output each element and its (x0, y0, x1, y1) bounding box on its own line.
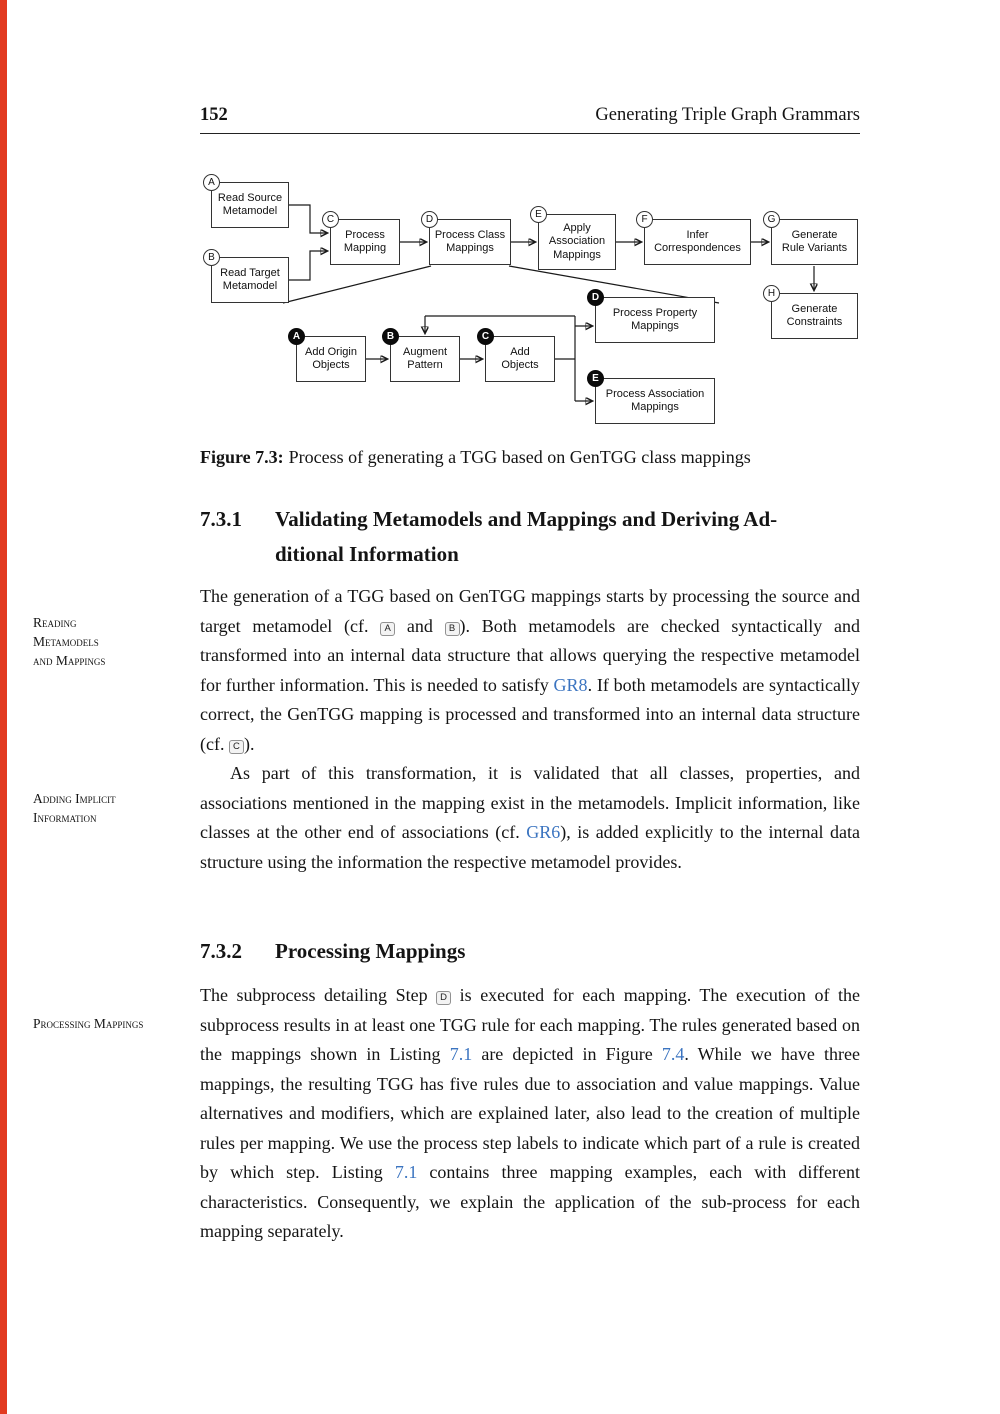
section-title-line2: ditional Information (275, 542, 459, 566)
node-read-source-metamodel: A Read Source Metamodel (203, 174, 289, 228)
margin-note-reading-metamodels: Reading Metamodels and Mappings (33, 615, 106, 668)
substep-badge-d: D (587, 289, 604, 306)
section-heading-7-3-1: 7.3.1 Validating Metamodels and Mappings… (200, 502, 860, 572)
node-label: Apply Association Mappings (548, 222, 606, 261)
step-badge-a: A (203, 174, 220, 191)
step-badge-g: G (763, 211, 780, 228)
ref-link[interactable]: GR8 (553, 674, 588, 695)
page-left-red-edge (0, 0, 7, 1414)
inline-step-marker: D (436, 991, 452, 1005)
node-label: Add Objects (501, 345, 539, 371)
node-infer-correspondences: F Infer Correspondences (636, 211, 751, 265)
section-title: Processing Mappings (275, 934, 465, 969)
subprocess-expansion-left (282, 265, 432, 304)
substep-badge-e: E (587, 370, 604, 387)
node-label: Infer Correspondences (654, 228, 741, 254)
node-label: Process Mapping (343, 228, 387, 254)
node-process-mapping: C Process Mapping (322, 211, 400, 265)
inline-step-marker: B (444, 621, 460, 636)
margin-note-processing-mappings: Processing Mappings (33, 1016, 144, 1031)
figure-caption-text: Process of generating a TGG based on Gen… (288, 447, 751, 467)
node-label: Generate Constraints (786, 302, 843, 328)
paragraph: As part of this transformation, it is va… (200, 763, 860, 872)
subnode-process-association-mappings: E Process Association Mappings (587, 370, 715, 424)
section-7-3-2-body: The subprocess detailing Step D is execu… (200, 985, 860, 1241)
page-header: 152 Generating Triple Graph Grammars (200, 105, 860, 126)
inline-step-marker: C (228, 739, 244, 754)
step-badge-h: H (763, 285, 780, 302)
node-read-target-metamodel: B Read Target Metamodel (203, 249, 289, 303)
edge-a-to-c (289, 204, 327, 233)
section-number: 7.3.1 (200, 507, 242, 531)
substep-badge-c: C (477, 328, 494, 345)
node-generate-rule-variants: G Generate Rule Variants (763, 211, 858, 265)
edge-b-to-c (289, 251, 327, 281)
subnode-add-origin-objects: A Add Origin Objects (288, 328, 366, 382)
substep-badge-a: A (288, 328, 305, 345)
ref-link[interactable]: 7.1 (394, 1162, 418, 1182)
section-7-3-1-body: The generation of a TGG based on GenTGG … (200, 582, 860, 877)
ref-link[interactable]: 7.1 (449, 1044, 473, 1064)
section-title: Validating Metamodels and Mappings and D… (275, 502, 777, 572)
section-title-line1: Validating Metamodels and Mappings and D… (275, 507, 778, 531)
step-badge-e: E (530, 206, 547, 223)
section-heading-7-3-2: 7.3.2 Processing Mappings (200, 934, 860, 969)
margin-note-adding-implicit: Adding Implicit Information (33, 791, 116, 825)
node-process-class-mappings: D Process Class Mappings (421, 211, 511, 265)
header-rule (200, 133, 860, 134)
figure-caption-label: Figure 7.3: (200, 447, 284, 467)
step-badge-d: D (421, 211, 438, 228)
subprocess-expansion-right (508, 265, 720, 304)
node-label: Read Source Metamodel (217, 191, 283, 217)
inline-step-marker: A (380, 621, 396, 636)
node-generate-constraints: H Generate Constraints (763, 285, 858, 339)
diagram-edges (282, 204, 860, 438)
running-title: Generating Triple Graph Grammars (595, 105, 860, 125)
ref-link[interactable]: 7.4 (661, 1044, 685, 1064)
subnode-add-objects: C Add Objects (477, 328, 555, 382)
section-title-line1: Processing Mappings (275, 939, 466, 963)
node-label: Process Class Mappings (434, 228, 506, 254)
subnode-augment-pattern: B Augment Pattern (382, 328, 460, 382)
figure-caption: Figure 7.3:Process of generating a TGG b… (200, 447, 860, 468)
node-apply-association-mappings: E Apply Association Mappings (530, 206, 616, 270)
page-number: 152 (200, 105, 228, 125)
step-badge-c: C (322, 211, 339, 228)
node-label: Read Target Metamodel (220, 266, 280, 292)
node-label: Generate Rule Variants (781, 228, 848, 254)
paragraph: The generation of a TGG based on GenTGG … (200, 586, 861, 754)
node-label: Process Association Mappings (605, 387, 705, 413)
figure-7-3-diagram: A Read Source Metamodel B Read Target Me… (200, 166, 860, 438)
step-badge-f: F (636, 211, 653, 228)
node-label: Add Origin Objects (305, 345, 357, 371)
section-number: 7.3.2 (200, 939, 242, 963)
ref-link[interactable]: GR6 (526, 822, 561, 842)
substep-badge-b: B (382, 328, 399, 345)
node-label: Augment Pattern (402, 345, 448, 371)
subnode-process-property-mappings: D Process Property Mappings (587, 289, 715, 343)
node-label: Process Property Mappings (612, 306, 698, 332)
step-badge-b: B (203, 249, 220, 266)
